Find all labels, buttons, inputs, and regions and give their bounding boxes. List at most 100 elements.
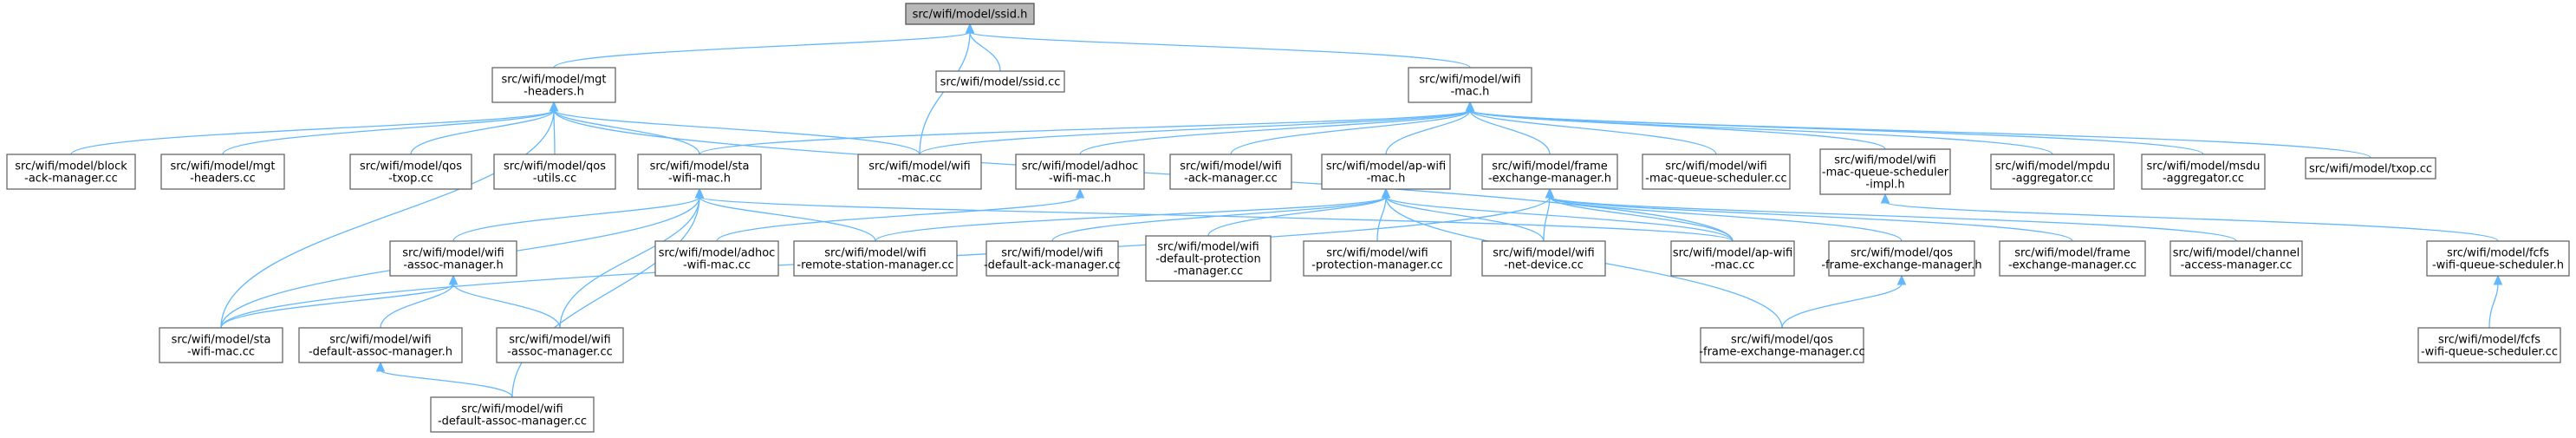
node-ssid-cc[interactable]: src/wifi/model/ssid.cc [935,70,1065,93]
node-box [2305,157,2436,180]
edge-line [380,369,513,398]
edge-wifi-mac-h-to-adhoc-wifi-mac-h [1079,101,1475,155]
edge-wifi-assoc-manager-h-to-wifi-default-assoc-manager-h [380,274,459,329]
node-wifi-mac-cc[interactable]: src/wifi/model/wifi-mac.cc [857,154,982,190]
node-wifi-mac-queue-scheduler-cc[interactable]: src/wifi/model/wifi-mac-queue-scheduler.… [1642,154,1791,190]
node-box [349,154,472,190]
node-sta-wifi-mac-cc[interactable]: src/wifi/model/sta-wifi-mac.cc [159,327,283,363]
edge-wifi-mac-h-to-wifi-ack-manager-cc [1230,101,1475,155]
edge-mgt-headers-h-to-block-ack-manager-cc [70,101,559,155]
node-label: src/wifi/model/block [15,160,127,173]
node-label: src/wifi/model/wifi [1419,74,1520,87]
node-label: src/wifi/model/wifi [402,247,504,260]
node-box [1169,154,1292,190]
node-box [1819,148,1951,195]
edge-line [1549,196,2073,242]
node-label: src/wifi/model/qos [360,160,462,173]
node-wifi-mac-queue-scheduler-impl-h[interactable]: src/wifi/model/wifi-mac-queue-scheduler-… [1819,148,1951,195]
edge-line [511,196,700,398]
node-label: -mac.h [1451,86,1490,99]
edge-line [220,109,555,329]
edge-line [919,31,971,155]
edge-line [452,196,700,242]
edge-sta-wifi-mac-h-to-wifi-remote-station-manager-cc [694,187,876,242]
node-box [496,327,624,363]
edge-line [410,109,555,155]
edge-line [452,283,561,329]
node-label: src/wifi/model/txop.cc [2309,163,2432,176]
node-wifi-mac-h[interactable]: src/wifi/model/wifi-mac.h [1408,67,1532,103]
node-wifi-assoc-manager-h[interactable]: src/wifi/model/wifi-assoc-manager.h [389,240,517,277]
node-mgt-headers-h[interactable]: src/wifi/model/mgt-headers.h [491,67,616,103]
node-ssid-h[interactable]: src/wifi/model/ssid.h [905,3,1035,25]
node-box [159,327,283,363]
node-txop-cc[interactable]: src/wifi/model/txop.cc [2305,157,2436,180]
node-sta-wifi-mac-h[interactable]: src/wifi/model/sta-wifi-mac.h [637,154,762,190]
edge-line [1230,109,1471,155]
node-ap-wifi-mac-cc[interactable]: src/wifi/model/ap-wifi-mac.cc [1670,240,1795,277]
node-wifi-default-assoc-manager-cc[interactable]: src/wifi/model/wifi-default-assoc-manage… [430,396,595,433]
node-label: -utils.cc [533,173,576,186]
node-label: -wifi-queue-scheduler.h [2432,259,2564,272]
node-mpdu-aggregator-cc[interactable]: src/wifi/model/mpdu-aggregator.cc [1990,154,2115,190]
edge-arrowhead [448,274,459,285]
node-label: src/wifi/model/qos [504,160,606,173]
edge-arrowhead [1381,187,1391,199]
node-fcfs-wifi-queue-scheduler-cc[interactable]: src/wifi/model/fcfs-wifi-queue-scheduler… [2417,327,2561,363]
node-channel-access-manager-cc[interactable]: src/wifi/model/channel-access-manager.cc [2169,240,2303,277]
node-wifi-default-assoc-manager-h[interactable]: src/wifi/model/wifi-default-assoc-manage… [298,327,463,363]
edge-line [553,109,920,155]
edge-sta-wifi-mac-h-to-wifi-assoc-manager-h [452,187,705,242]
edge-line [875,196,1387,242]
node-qos-txop-cc[interactable]: src/wifi/model/qos-txop.cc [349,154,472,190]
node-qos-frame-exchange-manager-cc[interactable]: src/wifi/model/qos-frame-exchange-manage… [1699,327,1865,363]
node-wifi-assoc-manager-cc[interactable]: src/wifi/model/wifi-assoc-manager.cc [496,327,624,363]
edge-line [1385,109,1471,155]
node-mgt-headers-cc[interactable]: src/wifi/model/mgt-headers.cc [160,154,285,190]
node-label: -mac-queue-scheduler.cc [1645,173,1786,186]
node-frame-exchange-manager-h[interactable]: src/wifi/model/frame-exchange-manager.h [1481,154,1618,190]
node-msdu-aggregator-cc[interactable]: src/wifi/model/msdu-aggregator.cc [2141,154,2266,190]
node-wifi-remote-station-manager-cc[interactable]: src/wifi/model/wifi-remote-station-manag… [793,240,958,277]
node-label: -assoc-manager.cc [507,346,613,359]
node-label: -aggregator.cc [2163,173,2244,186]
node-label: src/wifi/model/mpdu [1995,160,2110,173]
node-box [905,3,1035,25]
node-label: -default-assoc-manager.h [309,346,452,359]
node-wifi-net-device-cc[interactable]: src/wifi/model/wifi-net-device.cc [1481,240,1606,277]
node-qos-utils-cc[interactable]: src/wifi/model/qos-utils.cc [493,154,616,190]
edge-line [1543,196,1551,242]
edge-line [699,196,876,242]
edge-line [553,109,700,155]
edge-line [1051,196,1387,242]
node-box [1700,327,1864,363]
node-adhoc-wifi-mac-h[interactable]: src/wifi/model/adhoc-wifi-mac.h [1015,154,1145,190]
edge-line [1549,196,1734,242]
node-ap-wifi-mac-h[interactable]: src/wifi/model/ap-wifi-mac.h [1321,154,1451,190]
node-qos-frame-exchange-manager-h[interactable]: src/wifi/model/qos-frame-exchange-manage… [1821,240,1982,277]
node-label: src/wifi/model/wifi [1665,160,1766,173]
node-fcfs-wifi-queue-scheduler-h[interactable]: src/wifi/model/fcfs-wifi-queue-scheduler… [2426,240,2570,277]
node-label: src/wifi/model/sta [172,334,271,347]
node-adhoc-wifi-mac-cc[interactable]: src/wifi/model/adhoc-wifi-mac.cc [654,240,779,277]
node-label: -ack-manager.cc [1184,173,1278,186]
node-label: -mac.cc [898,173,942,186]
edge-ap-wifi-mac-h-to-wifi-default-protection-manager-cc [1207,187,1391,237]
node-wifi-default-protection-manager-cc[interactable]: src/wifi/model/wifi-default-protection-m… [1145,235,1272,282]
node-label: src/wifi/model/mgt [170,160,275,173]
node-label: src/wifi/model/wifi [329,334,431,347]
node-wifi-protection-manager-cc[interactable]: src/wifi/model/wifi-protection-manager.c… [1303,240,1452,277]
node-box [2426,240,2570,277]
node-wifi-ack-manager-cc[interactable]: src/wifi/model/wifi-ack-manager.cc [1169,154,1292,190]
node-block-ack-manager-cc[interactable]: src/wifi/model/block-ack-manager.cc [6,154,136,190]
node-label: -headers.cc [190,173,256,186]
node-label: -headers.h [524,86,584,99]
edge-ap-wifi-mac-h-to-wifi-default-ack-manager-cc [1051,187,1391,242]
edge-line [699,109,1471,155]
edge-line [1469,109,2053,155]
edge-line [559,196,700,329]
node-wifi-default-ack-manager-cc[interactable]: src/wifi/model/wifi-default-ack-manager.… [984,240,1121,277]
edge-wifi-mac-h-to-txop-cc [1465,101,2371,159]
node-frame-exchange-manager-cc[interactable]: src/wifi/model/frame-exchange-manager.cc [1999,240,2146,277]
edge-arrowhead [694,187,705,199]
